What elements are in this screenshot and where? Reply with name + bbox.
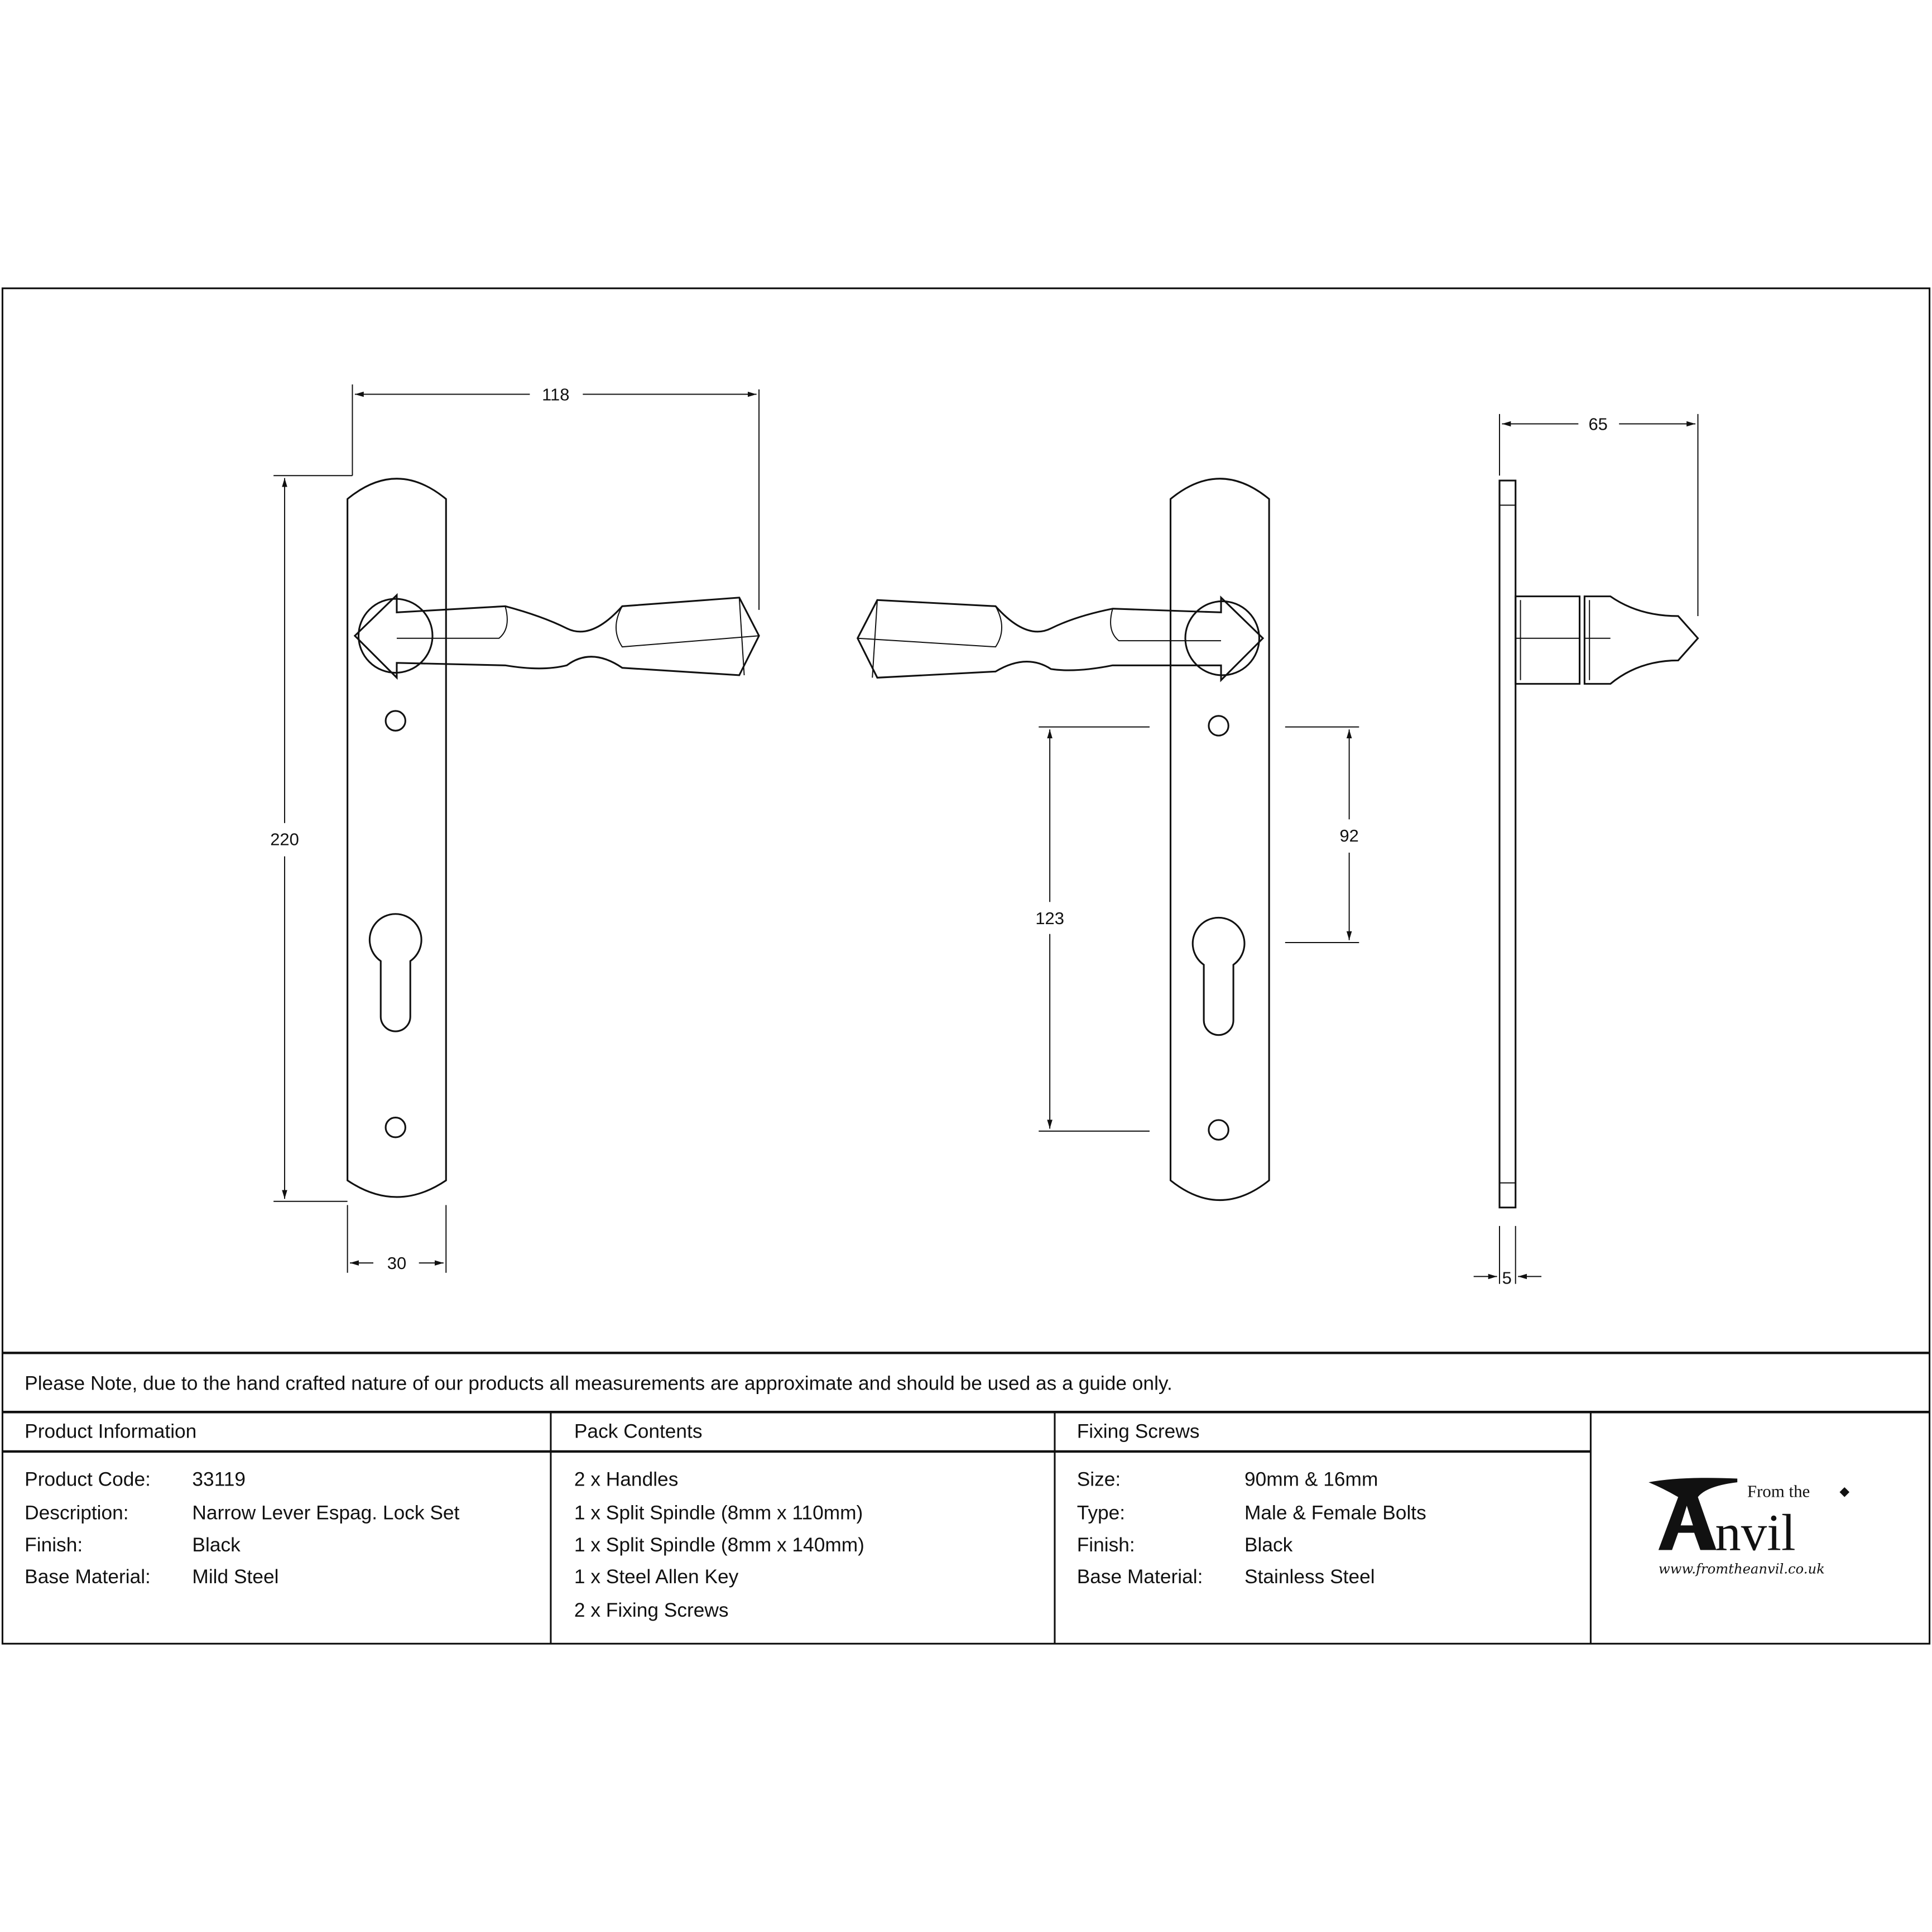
screw-finish-label: Finish: <box>1077 1534 1135 1556</box>
screw-size-label: Size: <box>1077 1469 1121 1491</box>
dim-width-plate: 30 <box>387 1253 406 1273</box>
pack-item: 1 x Split Spindle (8mm x 140mm) <box>574 1534 864 1556</box>
screw-type-value: Male & Female Bolts <box>1244 1502 1426 1524</box>
base-material-label: Base Material: <box>25 1566 151 1588</box>
screw-size-value: 90mm & 16mm <box>1244 1469 1378 1491</box>
dim-height-plate: 220 <box>270 830 299 849</box>
left-handle-front-view: 118 220 30 <box>270 384 760 1273</box>
disclaimer-note: Please Note, due to the hand crafted nat… <box>25 1373 1172 1395</box>
dim-projection: 65 <box>1588 415 1607 434</box>
pack-item: 1 x Steel Allen Key <box>574 1566 739 1588</box>
logo-url: www.fromtheanvil.co.uk <box>1659 1560 1825 1577</box>
info-table: Please Note, due to the hand crafted nat… <box>2 1352 1930 1644</box>
product-code-value: 33119 <box>192 1469 246 1491</box>
dim-plate-thickness: 5 <box>1502 1268 1512 1288</box>
drawing-frame <box>1 287 1931 1645</box>
finish-label: Finish: <box>25 1534 83 1556</box>
logo-top-text: From the <box>1747 1482 1810 1501</box>
pack-contents-header: Pack Contents <box>574 1421 703 1443</box>
pack-item: 1 x Split Spindle (8mm x 110mm) <box>574 1502 863 1524</box>
anvil-icon <box>1649 1478 1738 1550</box>
logo-main-text: nvil <box>1715 1505 1795 1562</box>
screw-material-value: Stainless Steel <box>1244 1566 1375 1588</box>
dim-centre-123: 123 <box>1035 909 1064 928</box>
description-label: Description: <box>25 1502 128 1524</box>
side-view: 65 5 <box>1473 414 1699 1288</box>
from-the-anvil-logo: From the nvil www.fromtheanvil.co.uk <box>1649 1478 1850 1577</box>
screw-material-label: Base Material: <box>1077 1566 1203 1588</box>
pack-item: 2 x Handles <box>574 1469 678 1491</box>
product-info-header: Product Information <box>25 1421 196 1443</box>
pack-item: 2 x Fixing Screws <box>574 1599 729 1621</box>
base-material-value: Mild Steel <box>192 1566 278 1588</box>
description-value: Narrow Lever Espag. Lock Set <box>192 1502 459 1524</box>
middle-handle-front-view: 123 92 <box>856 478 1359 1201</box>
product-code-label: Product Code: <box>25 1469 151 1491</box>
screw-finish-value: Black <box>1244 1534 1293 1556</box>
screw-type-label: Type: <box>1077 1502 1125 1524</box>
fixing-screws-header: Fixing Screws <box>1077 1421 1200 1443</box>
dim-centre-92: 92 <box>1339 826 1358 845</box>
dim-width-overall: 118 <box>542 385 569 405</box>
finish-value: Black <box>192 1534 241 1556</box>
